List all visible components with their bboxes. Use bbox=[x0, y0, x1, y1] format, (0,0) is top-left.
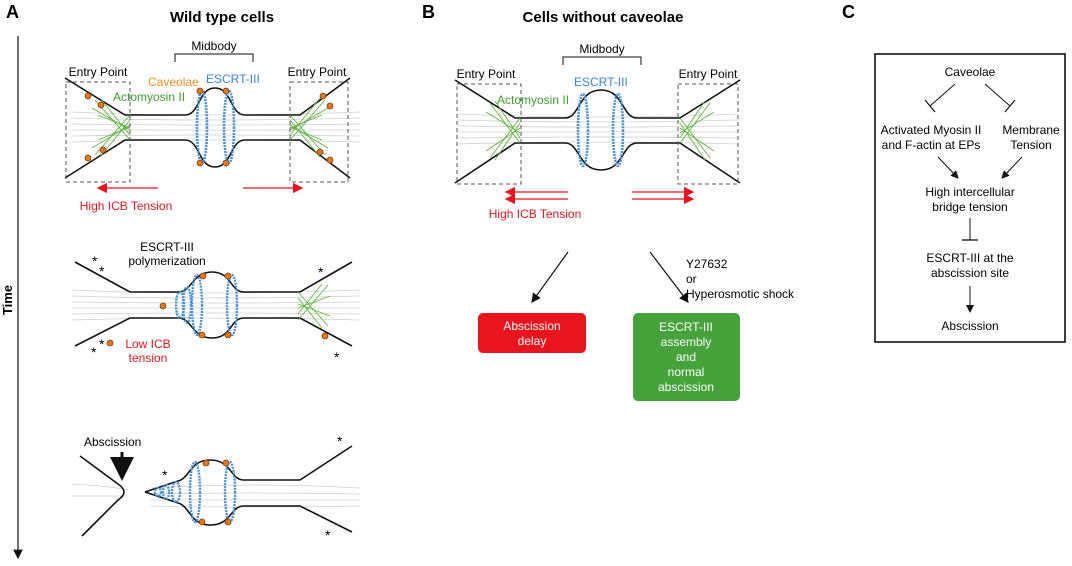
escrt-label-b: ESCRT-III bbox=[574, 75, 628, 89]
abscission-label: Abscission bbox=[84, 435, 141, 449]
star-3b: * bbox=[337, 433, 343, 449]
star-2d: * bbox=[91, 344, 97, 360]
midbody-label-b: Midbody bbox=[579, 42, 624, 56]
c-bridge-line1: High intercellular bbox=[925, 185, 1014, 199]
treatment-line2: or bbox=[686, 272, 697, 286]
escrt-polymerization-line2: polymerization bbox=[128, 254, 205, 268]
c-membrane-line1: Membrane bbox=[1002, 123, 1060, 137]
star-2f: * bbox=[334, 349, 340, 365]
normal-abscission-box bbox=[633, 313, 740, 401]
panel-a-title: Wild type cells bbox=[170, 9, 274, 26]
caveolae-markers bbox=[84, 87, 334, 167]
right-cell-top-3 bbox=[144, 445, 353, 493]
panel-c-frame bbox=[874, 53, 1066, 343]
treatment-line1: Y27632 bbox=[686, 257, 728, 271]
c-abscission: Abscission bbox=[941, 319, 998, 333]
escrt-polymerization-line1: ESCRT-III bbox=[140, 240, 194, 254]
actomyosin-right bbox=[289, 97, 329, 158]
normal-box-line5: abscission bbox=[658, 380, 714, 394]
c-membrane-line2: Tension bbox=[1010, 138, 1051, 152]
midbody-label: Midbody bbox=[191, 39, 236, 53]
abscission-delay-box bbox=[478, 313, 586, 353]
c-bridge-line2: bridge tension bbox=[932, 200, 1007, 214]
star-3a: * bbox=[162, 467, 168, 483]
escrt-spiral-2 bbox=[174, 273, 239, 337]
panel-c-letter: C bbox=[842, 2, 855, 22]
membrane-top bbox=[64, 77, 351, 116]
high-icb-tension-b: High ICB Tension bbox=[489, 207, 582, 221]
delay-box-line1: Abscission bbox=[503, 319, 560, 333]
escrt-label: ESCRT-III bbox=[206, 72, 260, 86]
wt-stage3: Abscission * * * bbox=[71, 433, 361, 543]
escrt-ring-left bbox=[195, 89, 209, 165]
low-tension-line1: Low ICB bbox=[125, 337, 170, 351]
wt-stage2: ESCRT-III polymerization * * * bbox=[71, 240, 361, 365]
midbody-bracket bbox=[174, 53, 254, 62]
panel-b-title: Cells without caveolae bbox=[523, 9, 684, 26]
escrt-ring-right bbox=[222, 89, 236, 165]
no-caveolae-cell: Midbody Entry Point Entry Point ESCRT-II… bbox=[454, 42, 741, 221]
entry-box-left bbox=[65, 81, 131, 183]
entry-point-left: Entry Point bbox=[69, 65, 128, 79]
left-cell-3 bbox=[79, 455, 125, 537]
normal-box-line3: and bbox=[676, 350, 696, 364]
star-2b: * bbox=[99, 263, 105, 279]
c-caveolae: Caveolae bbox=[945, 65, 996, 79]
membrane-bottom-2 bbox=[74, 317, 353, 347]
star-3c: * bbox=[325, 527, 331, 543]
treatment-line3: Hyperosmotic shock bbox=[686, 287, 795, 301]
c-myosin-line2: and F-actin at EPs bbox=[882, 138, 981, 152]
normal-box-line4: normal bbox=[668, 365, 705, 379]
time-label: Time bbox=[0, 285, 15, 315]
arrow-to-normal bbox=[649, 251, 689, 303]
star-2a: * bbox=[92, 253, 98, 269]
wt-stage1: Midbody bbox=[64, 39, 361, 213]
star-2e: * bbox=[99, 336, 105, 352]
midbody-bracket-b bbox=[562, 56, 642, 65]
actomyosin-label: Actomyosin II bbox=[113, 90, 185, 104]
caveolae-label: Caveolae bbox=[148, 75, 199, 89]
star-2c: * bbox=[318, 264, 324, 280]
entry-point-right: Entry Point bbox=[288, 65, 347, 79]
c-escrt-line2: abscission site bbox=[931, 266, 1009, 280]
entry-point-right-b: Entry Point bbox=[679, 67, 738, 81]
entry-box-right bbox=[289, 81, 349, 183]
membrane-bottom bbox=[64, 139, 351, 179]
right-cell-bottom-3 bbox=[144, 491, 353, 533]
normal-box-line1: ESCRT-III bbox=[659, 320, 713, 334]
arrow-to-delay bbox=[531, 251, 569, 303]
entry-point-left-b: Entry Point bbox=[457, 67, 516, 81]
normal-box-line2: assembly bbox=[661, 335, 712, 349]
high-icb-tension-a: High ICB Tension bbox=[80, 199, 173, 213]
delay-box-line2: delay bbox=[518, 334, 547, 348]
actomyosin-label-b: Actomyosin II bbox=[497, 93, 569, 107]
panel-a-letter: A bbox=[6, 2, 19, 22]
c-myosin-line1: Activated Myosin II bbox=[881, 123, 982, 137]
panel-b-letter: B bbox=[422, 2, 435, 22]
membrane-top-2 bbox=[74, 261, 353, 293]
low-tension-line2: tension bbox=[129, 351, 168, 365]
c-escrt-line1: ESCRT-III at the bbox=[926, 251, 1013, 265]
